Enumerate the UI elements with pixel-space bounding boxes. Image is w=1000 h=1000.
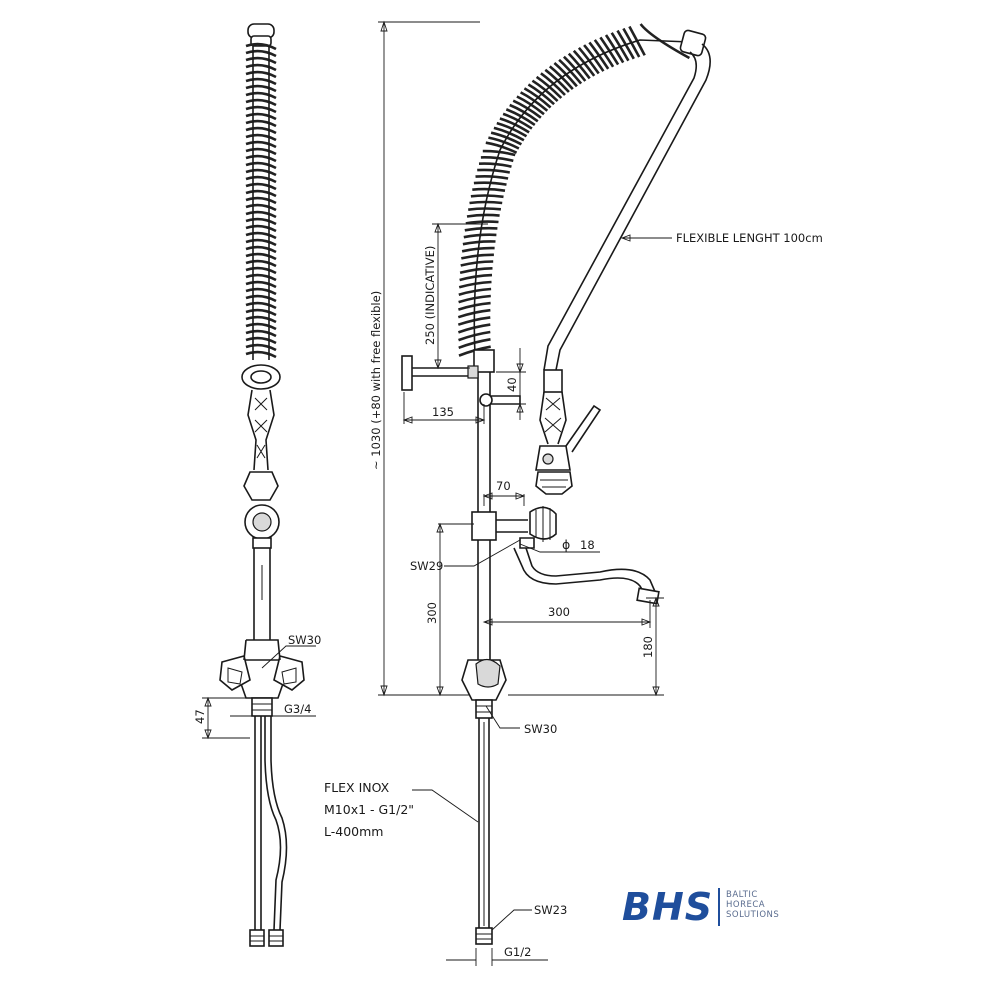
dim-40-label: 40 bbox=[505, 377, 519, 392]
g12-label: G1/2 bbox=[504, 945, 531, 959]
bhs-logo-line2: HORECA bbox=[726, 900, 766, 910]
bhs-logo: BHS BALTIC HORECA SOLUTIONS bbox=[622, 884, 812, 934]
flex-inox-line1: FLEX INOX bbox=[324, 780, 390, 795]
dim-300-vertical-label: 300 bbox=[425, 602, 439, 624]
flex-inox-line2: M10x1 - G1/2" bbox=[324, 802, 414, 817]
flexible-length-label: FLEXIBLE LENGHT 100cm bbox=[676, 231, 823, 245]
flex-inox-line3: L-400mm bbox=[324, 824, 383, 839]
bhs-logo-line3: SOLUTIONS bbox=[726, 910, 780, 920]
g34-label: G3/4 bbox=[284, 702, 311, 716]
dim-47-label: 47 bbox=[193, 709, 207, 724]
bhs-logo-divider bbox=[718, 888, 720, 926]
sw23-label: SW23 bbox=[534, 903, 567, 917]
sw30-right-label: SW30 bbox=[524, 722, 557, 736]
sw30-left-label: SW30 bbox=[288, 633, 321, 647]
dim-1030-label: ~ 1030 (+80 with free flexible) bbox=[369, 291, 383, 470]
bhs-logo-mark: BHS bbox=[622, 885, 714, 929]
dim-250-label: 250 (INDICATIVE) bbox=[423, 246, 437, 345]
diameter-symbol: ϕ bbox=[562, 537, 570, 552]
dim-135-label: 135 bbox=[432, 405, 454, 419]
bhs-logo-text: BALTIC HORECA SOLUTIONS bbox=[726, 890, 779, 920]
dim-70-label: 70 bbox=[496, 479, 511, 493]
bhs-logo-line1: BALTIC bbox=[726, 890, 758, 900]
sw29-label: SW29 bbox=[410, 559, 443, 573]
dim-180-label: 180 bbox=[641, 636, 655, 658]
dim-18-label: 18 bbox=[580, 538, 595, 552]
dim-300-horizontal-label: 300 bbox=[548, 605, 570, 619]
side-view bbox=[202, 23, 316, 947]
front-view bbox=[378, 20, 711, 966]
